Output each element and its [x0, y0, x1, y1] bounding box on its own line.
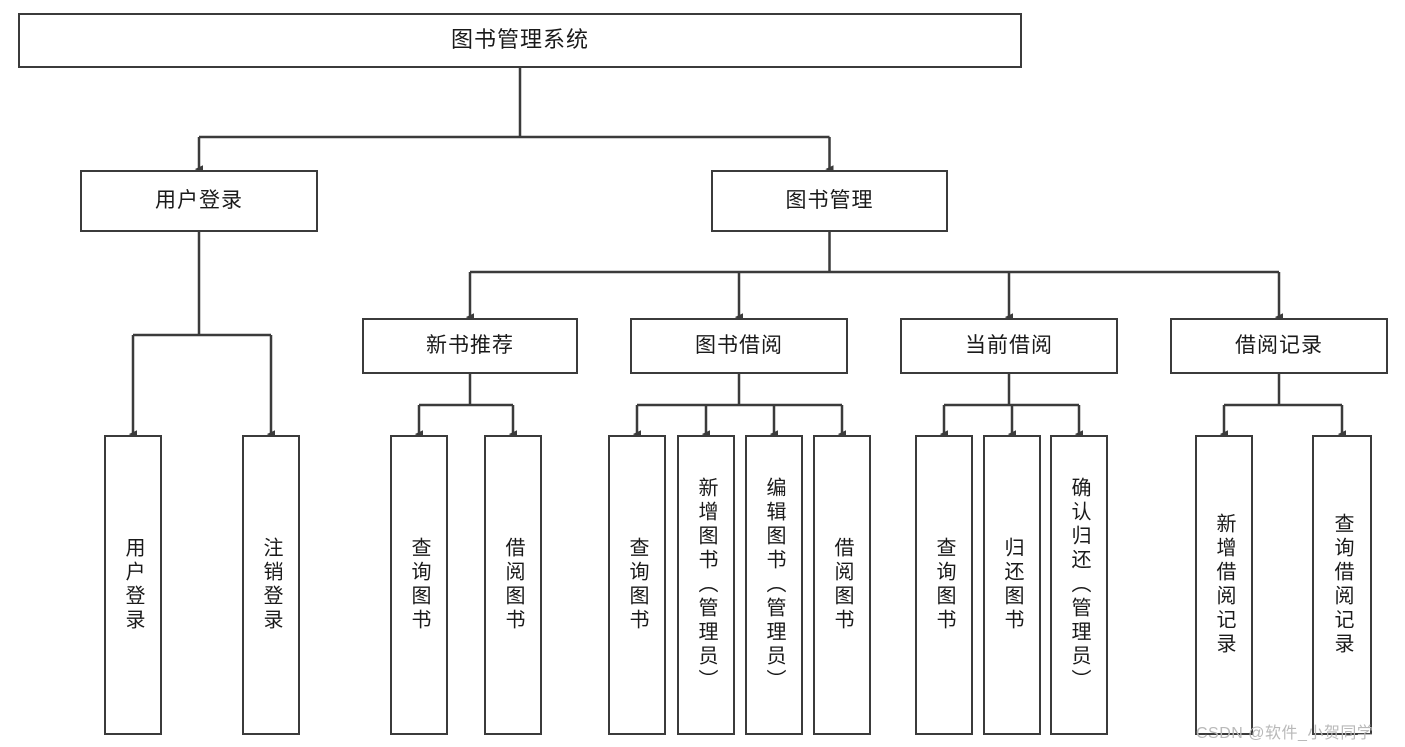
node-label: 新书推荐	[426, 334, 514, 358]
node-root[interactable]: 图书管理系统	[18, 13, 1022, 68]
node-new-book-recommend[interactable]: 新书推荐	[362, 318, 578, 374]
node-leaf-logout[interactable]: 注销登录	[242, 435, 300, 735]
connector-group	[128, 68, 1347, 439]
node-label: 借阅图书	[502, 537, 524, 633]
node-borrow-record[interactable]: 借阅记录	[1170, 318, 1388, 374]
node-leaf-confirm-return[interactable]: 确认归还（管理员）	[1050, 435, 1108, 735]
node-label: 新增借阅记录	[1213, 513, 1235, 657]
node-book-manage[interactable]: 图书管理	[711, 170, 948, 232]
node-leaf-user-login[interactable]: 用户登录	[104, 435, 162, 735]
node-label: 图书借阅	[695, 334, 783, 358]
node-leaf-query-book-2[interactable]: 查询图书	[608, 435, 666, 735]
node-label: 图书管理	[785, 189, 874, 213]
node-leaf-add-record[interactable]: 新增借阅记录	[1195, 435, 1253, 735]
node-leaf-borrow-book-2[interactable]: 借阅图书	[813, 435, 871, 735]
node-leaf-borrow-book-1[interactable]: 借阅图书	[484, 435, 542, 735]
node-label: 编辑图书（管理员）	[763, 477, 785, 693]
node-user-login[interactable]: 用户登录	[80, 170, 318, 232]
node-label: 确认归还（管理员）	[1068, 477, 1090, 693]
node-leaf-edit-book[interactable]: 编辑图书（管理员）	[745, 435, 803, 735]
node-label: 借阅图书	[831, 537, 853, 633]
node-leaf-add-book[interactable]: 新增图书（管理员）	[677, 435, 735, 735]
node-label: 注销登录	[260, 537, 282, 633]
node-label: 图书管理系统	[450, 27, 589, 53]
node-label: 新增图书（管理员）	[695, 477, 717, 693]
node-label: 用户登录	[155, 189, 243, 213]
node-book-borrow[interactable]: 图书借阅	[630, 318, 848, 374]
node-label: 用户登录	[122, 537, 144, 633]
node-label: 借阅记录	[1235, 334, 1323, 358]
node-current-borrow[interactable]: 当前借阅	[900, 318, 1118, 374]
node-leaf-query-book-3[interactable]: 查询图书	[915, 435, 973, 735]
node-label: 查询图书	[408, 537, 430, 633]
node-label: 查询图书	[626, 537, 648, 633]
node-label: 当前借阅	[965, 334, 1053, 358]
node-leaf-query-book-1[interactable]: 查询图书	[390, 435, 448, 735]
node-leaf-return-book[interactable]: 归还图书	[983, 435, 1041, 735]
node-label: 查询借阅记录	[1331, 513, 1353, 657]
node-leaf-query-record[interactable]: 查询借阅记录	[1312, 435, 1372, 735]
node-label: 查询图书	[933, 537, 955, 633]
node-label: 归还图书	[1001, 537, 1023, 633]
